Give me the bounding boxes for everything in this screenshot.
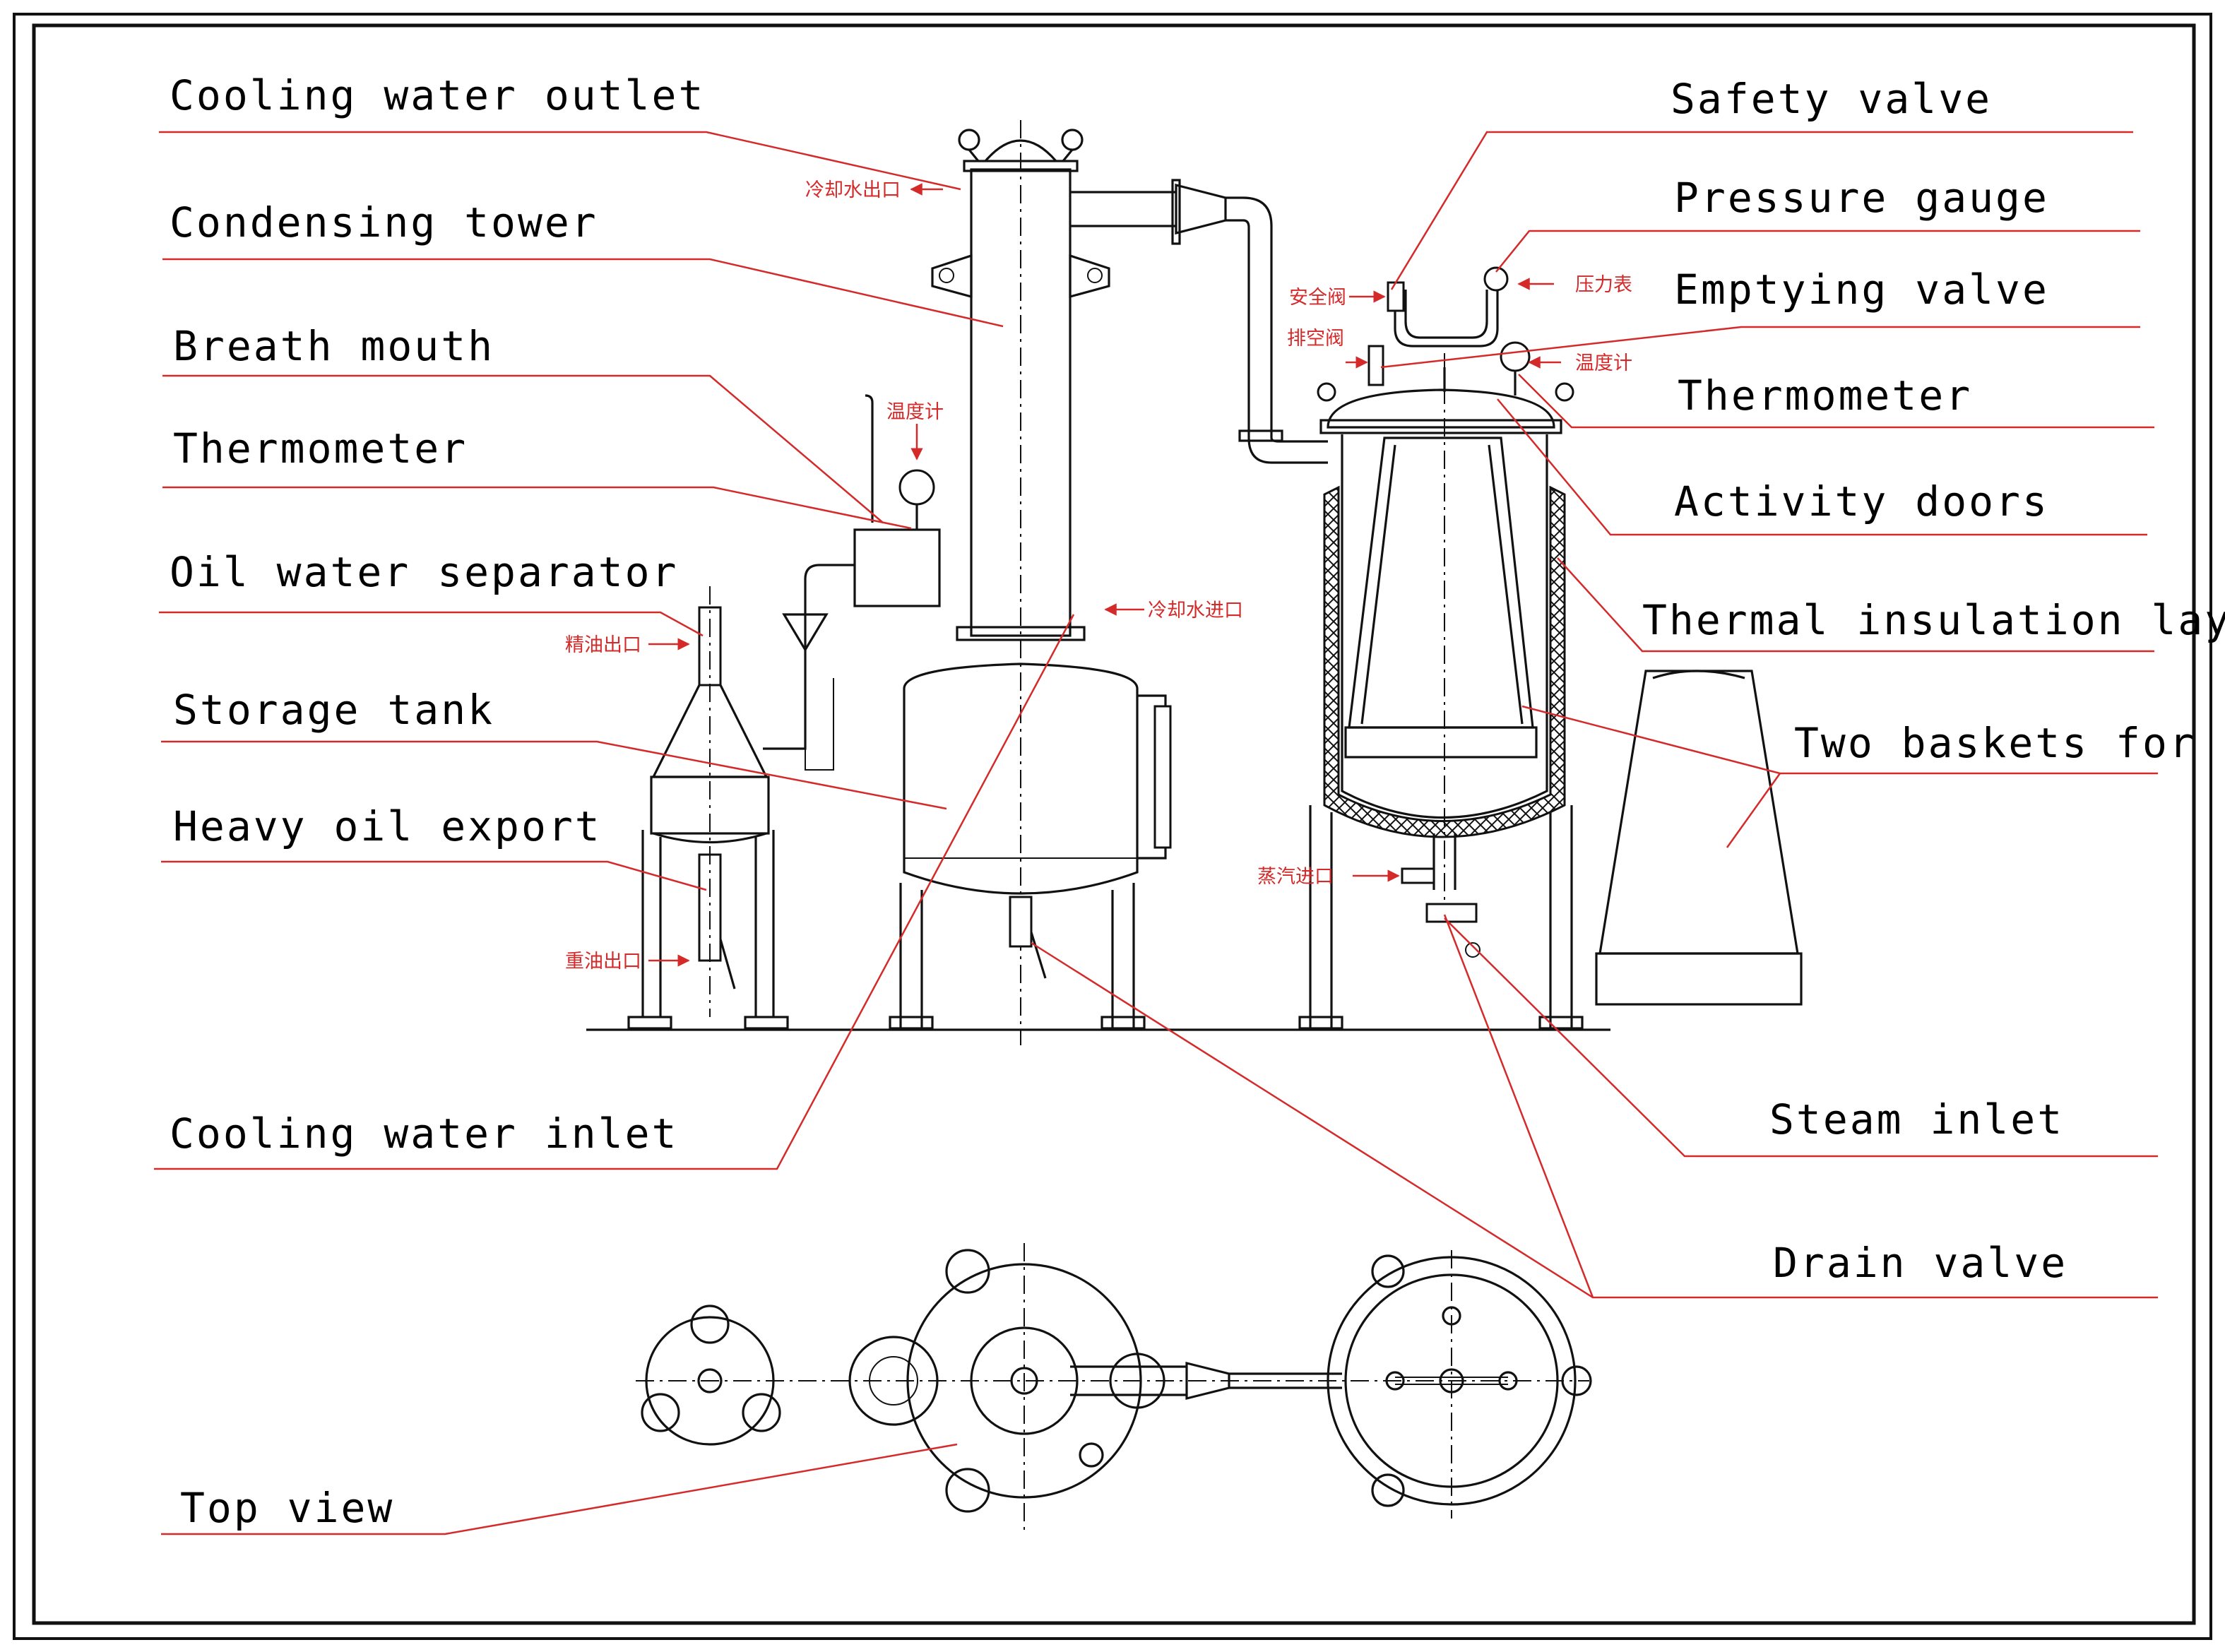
thermometer-icon <box>1500 341 1531 372</box>
cn-label-safety-valve: 安全阀 <box>1289 287 1346 309</box>
spare-basket <box>1595 670 1803 1006</box>
still-vessel <box>1309 266 1574 1030</box>
label-activity-doors: Activity doors <box>1674 477 2049 525</box>
storage-tank <box>899 662 1172 1030</box>
label-storage-tank: Storage tank <box>173 686 494 734</box>
label-two-baskets-for: Two baskets for <box>1794 719 2196 767</box>
cn-label-heavy-oil-out: 重油出口 <box>565 951 641 973</box>
label-safety-valve: Safety valve <box>1671 75 1992 123</box>
top-view-drawing <box>636 1243 1592 1533</box>
label-thermometer-left: Thermometer <box>173 424 468 473</box>
pressure-gauge-icon <box>1483 266 1509 292</box>
exhaust-valve-icon <box>1367 345 1384 386</box>
label-emptying-valve: Emptying valve <box>1674 266 2049 314</box>
label-oil-water-separator: Oil water separator <box>170 548 678 596</box>
cn-label-refined-oil-out: 精油出口 <box>565 634 641 656</box>
label-thermal-insulation-layer: Thermal insulation layer <box>1642 596 2225 644</box>
label-steam-inlet: Steam inlet <box>1769 1095 2064 1143</box>
inner-frame <box>32 23 2196 1625</box>
cn-label-exhaust-valve: 排空阀 <box>1287 328 1344 350</box>
cn-label-steam-in: 蒸汽进口 <box>1257 866 1334 888</box>
label-thermometer-right: Thermometer <box>1678 372 1972 420</box>
cn-label-pressure-gauge: 压力表 <box>1575 274 1632 296</box>
label-breath-mouth: Breath mouth <box>173 322 494 370</box>
label-drain-valve: Drain valve <box>1773 1239 2067 1287</box>
cn-label-cooling-water-out: 冷却水出口 <box>805 179 901 201</box>
outer-frame <box>13 13 2212 1640</box>
label-cooling-water-outlet: Cooling water outlet <box>170 71 705 119</box>
cn-label-cooling-water-in: 冷却水进口 <box>1148 600 1243 622</box>
heavy-oil-separator <box>627 586 789 1030</box>
label-heavy-oil-export: Heavy oil export <box>173 802 602 850</box>
label-top-view: Top view <box>180 1484 394 1532</box>
cn-label-thermometer-sep: 温度计 <box>886 401 944 423</box>
label-pressure-gauge: Pressure gauge <box>1674 174 2049 222</box>
label-cooling-water-inlet: Cooling water inlet <box>170 1110 678 1158</box>
vapour-pipe <box>1070 179 1328 464</box>
leader-lines <box>154 131 2158 1535</box>
oil-water-separator-box <box>763 394 941 771</box>
safety-valve-icon <box>1387 281 1405 312</box>
condensing-tower <box>931 120 1110 1045</box>
label-condensing-tower: Condensing tower <box>170 198 598 246</box>
cn-arrows <box>648 183 1561 967</box>
cn-label-thermometer-still: 温度计 <box>1575 352 1632 374</box>
